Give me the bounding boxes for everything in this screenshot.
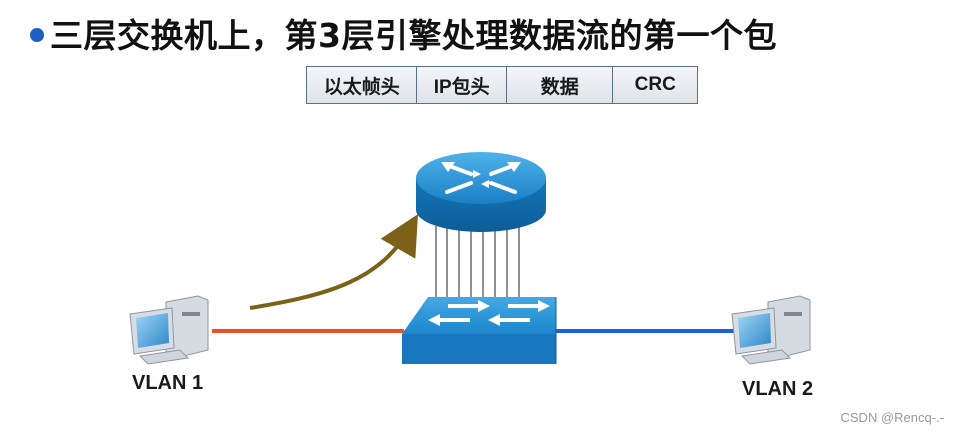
router-switch-connections bbox=[435, 226, 520, 304]
switch-icon bbox=[402, 297, 557, 364]
slide-title: 三层交换机上，第3层引擎处理数据流的第一个包 bbox=[50, 16, 777, 55]
packet-field-ip-header: IP包头 bbox=[417, 67, 507, 103]
packet-field-data: 数据 bbox=[507, 67, 614, 103]
vlan1-label: VLAN 1 bbox=[132, 372, 204, 394]
pc-icon bbox=[731, 295, 811, 365]
packet-field-ethernet-header: 以太帧头 bbox=[307, 67, 418, 103]
bullet-icon bbox=[30, 28, 44, 42]
arrow-icon bbox=[249, 214, 419, 310]
router-icon bbox=[416, 152, 546, 232]
pc-icon bbox=[129, 295, 209, 365]
watermark: CSDN @Rencq-.- bbox=[840, 410, 945, 425]
vlan2-label: VLAN 2 bbox=[742, 378, 814, 400]
packet-format: 以太帧头 IP包头 数据 CRC bbox=[306, 66, 698, 104]
title-row: 三层交换机上，第3层引擎处理数据流的第一个包 bbox=[30, 8, 777, 58]
packet-field-crc: CRC bbox=[634, 74, 676, 95]
